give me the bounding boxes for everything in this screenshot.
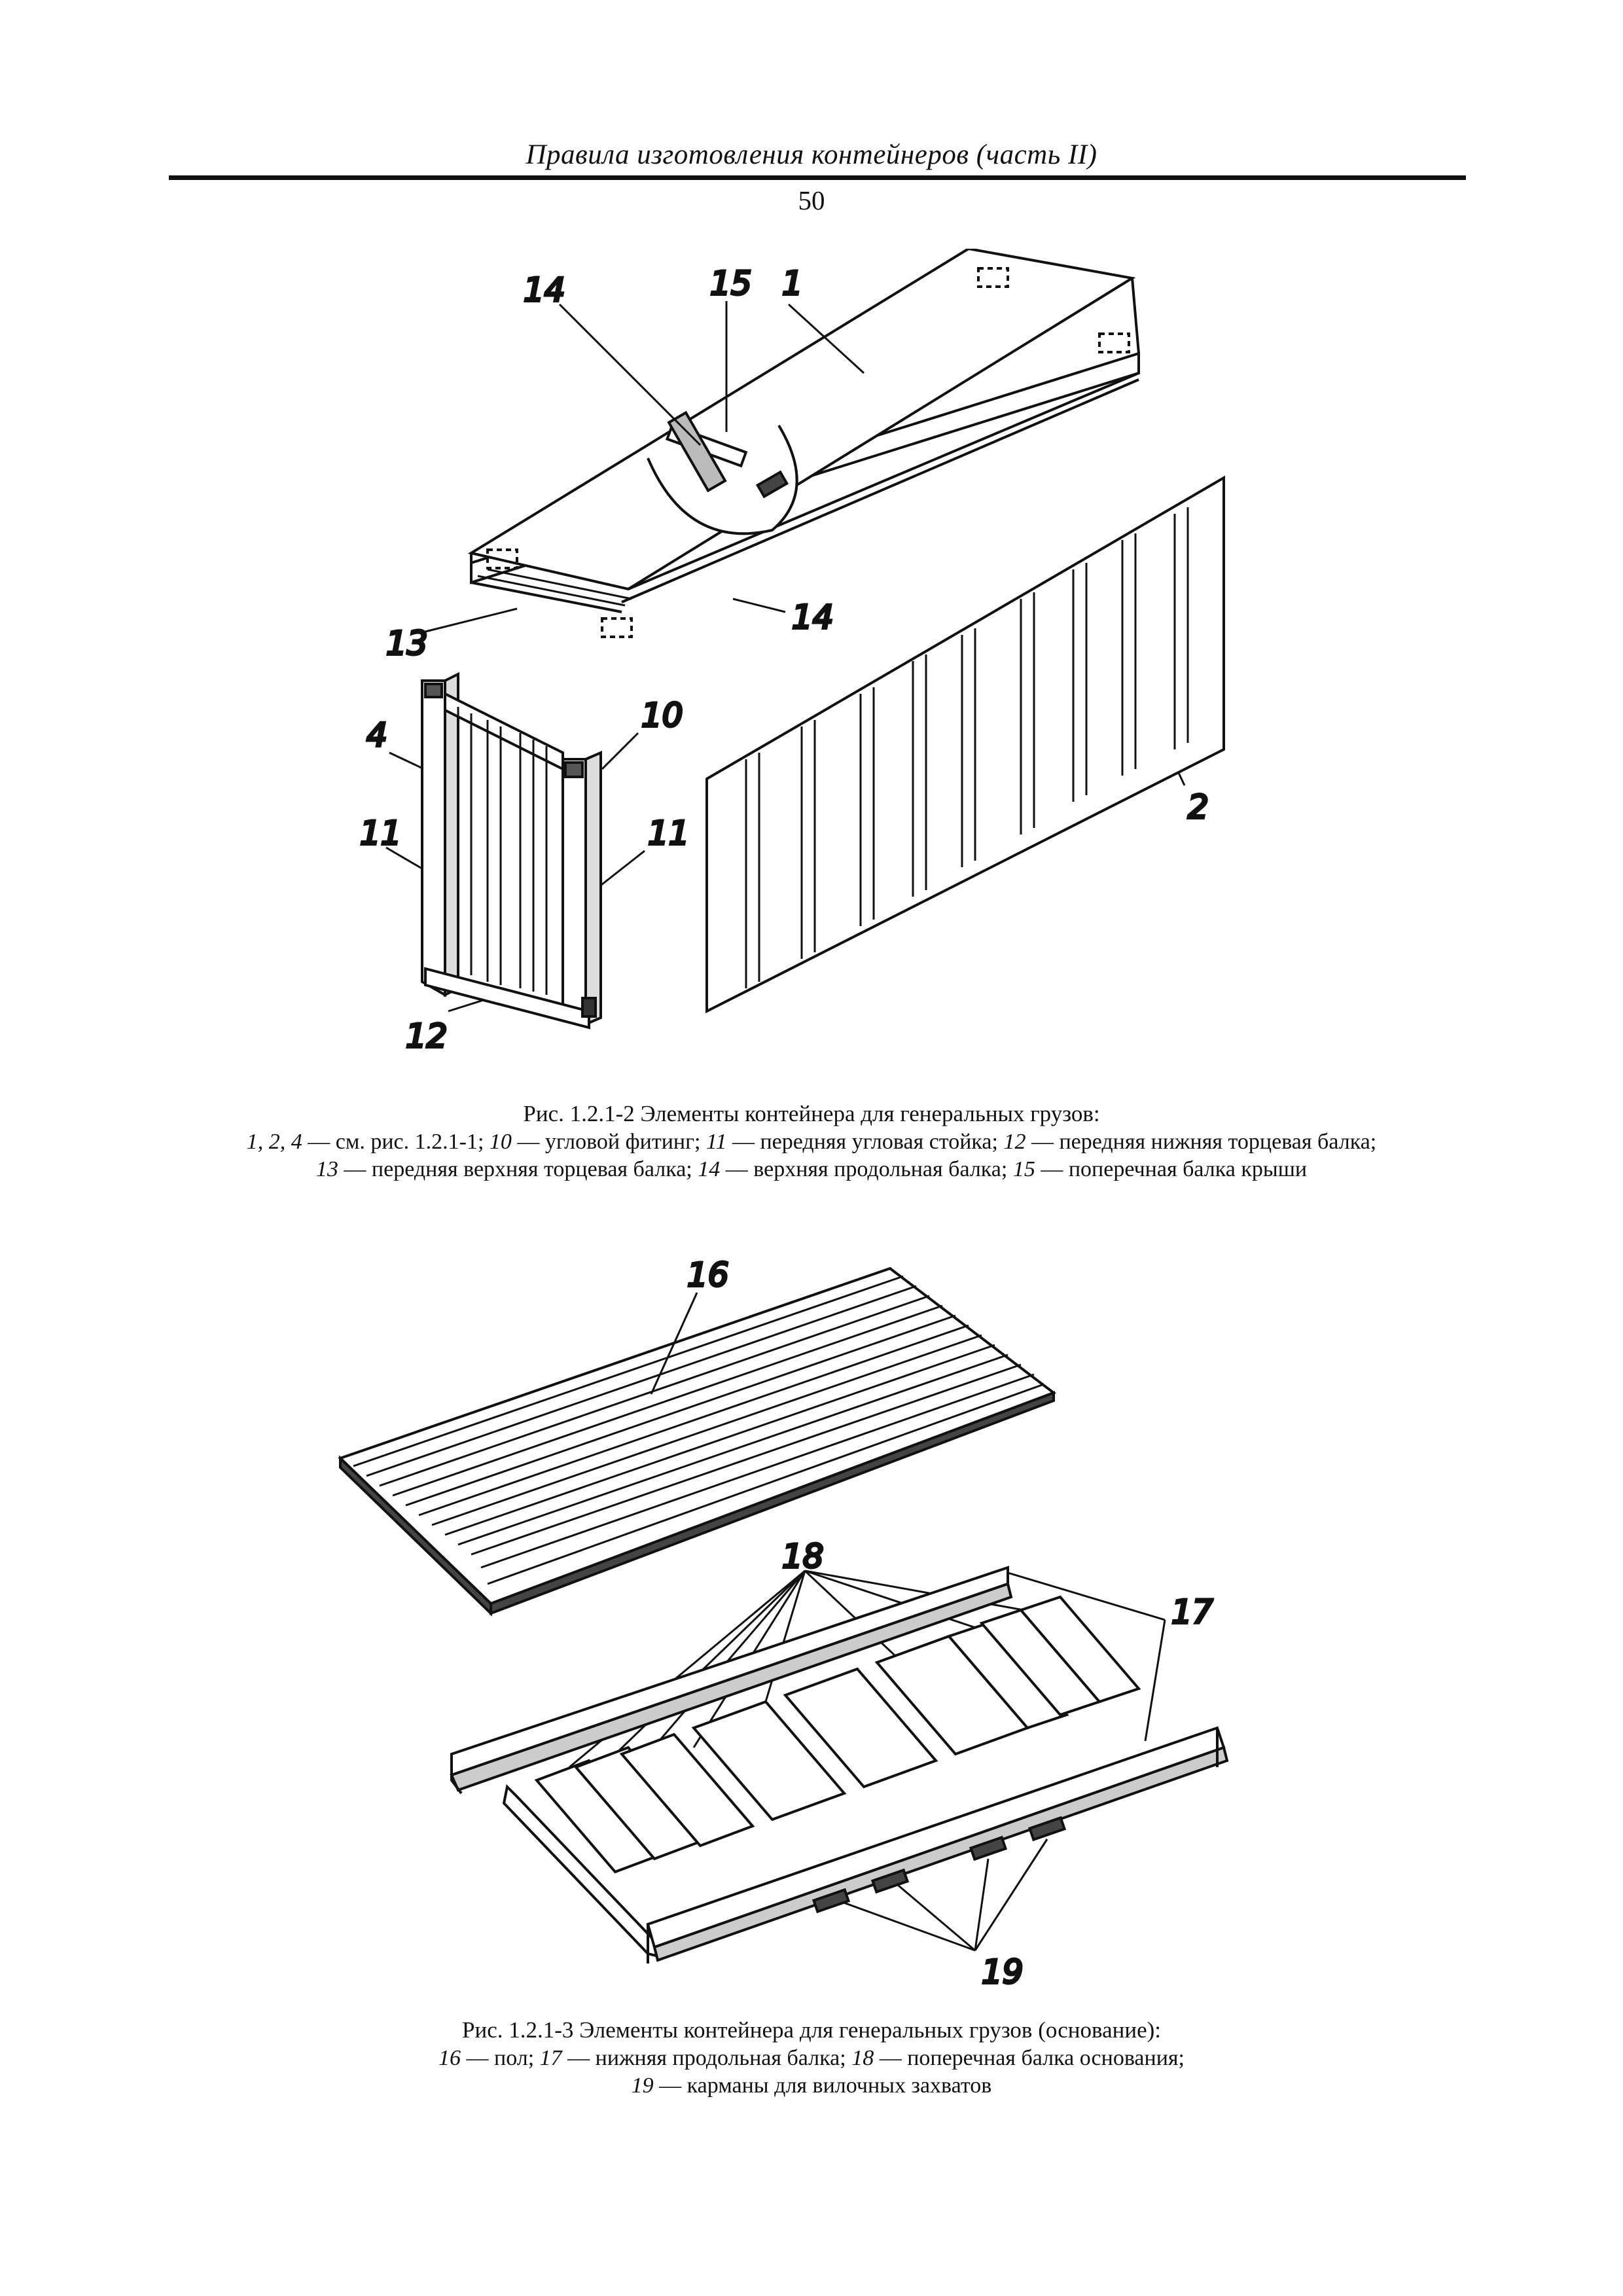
figure2-caption: Рис. 1.2.1-3 Элементы контейнера для ген… — [0, 2016, 1623, 2100]
label-14-top: 14 — [524, 271, 565, 309]
label-10: 10 — [641, 696, 683, 734]
label-4: 4 — [366, 716, 387, 754]
running-header-title: Правила изготовления контейнеров (часть … — [526, 139, 1097, 170]
caption-text: — поперечная балка крыши — [1035, 1157, 1308, 1182]
label-12: 12 — [406, 1017, 448, 1055]
label-19: 19 — [982, 1953, 1024, 1991]
figure1-caption-title: Рис. 1.2.1-2 Элементы контейнера для ген… — [523, 1101, 1100, 1126]
caption-text: — передняя угловая стойка; — [726, 1129, 1004, 1154]
figure1-caption: Рис. 1.2.1-2 Элементы контейнера для ген… — [0, 1100, 1623, 1184]
caption-text: — передняя нижняя торцевая балка; — [1026, 1129, 1377, 1154]
caption-text: — угловой фитинг; — [511, 1129, 706, 1154]
figure-container-base: 16 18 17 19 — [338, 1255, 1229, 1992]
roof-panel — [467, 249, 1140, 638]
label-13: 13 — [386, 624, 428, 662]
caption-ref: 13 — [315, 1157, 338, 1182]
label-11-left: 11 — [360, 814, 402, 852]
figure-container-elements: 14 15 1 13 14 10 4 11 11 12 2 — [359, 249, 1225, 1056]
caption-ref: 19 — [631, 2073, 654, 2098]
rear-longitudinal-beam — [450, 1566, 1013, 1795]
front-longitudinal-beam — [502, 1726, 1229, 1964]
caption-text: — передняя верхняя торцевая балка; — [338, 1157, 698, 1182]
floor-panel — [338, 1266, 1057, 1617]
forklift-pocket — [1027, 1816, 1067, 1842]
caption-ref: 11 — [706, 1129, 727, 1154]
caption-ref: 14 — [698, 1157, 721, 1182]
label-11-right: 11 — [648, 814, 690, 852]
forklift-pocket — [812, 1888, 851, 1914]
cross-members — [534, 1595, 1141, 1874]
label-15: 15 — [710, 264, 752, 302]
figure2-caption-title: Рис. 1.2.1-3 Элементы контейнера для ген… — [462, 2017, 1161, 2043]
forklift-pocket — [870, 1868, 910, 1894]
label-14-side: 14 — [792, 598, 834, 636]
figure1-caption-line2: 13 — передняя верхняя торцевая балка; 14… — [0, 1156, 1623, 1184]
caption-text: — поперечная балка основания; — [874, 2045, 1185, 2070]
caption-text: — см. рис. 1.2.1-1; — [302, 1129, 490, 1154]
caption-text: — карманы для вилочных захватов — [653, 2073, 992, 2098]
caption-text: — нижняя продольная балка; — [562, 2045, 852, 2070]
figure2-caption-line1: 16 — пол; 17 — нижняя продольная балка; … — [0, 2045, 1623, 2073]
header-rule — [169, 175, 1466, 180]
caption-ref: 10 — [489, 1129, 512, 1154]
figure2-caption-line2: 19 — карманы для вилочных захватов — [0, 2072, 1623, 2100]
label-1: 1 — [782, 264, 803, 302]
forklift-pocket — [969, 1835, 1008, 1861]
caption-ref: 16 — [438, 2045, 461, 2070]
label-18: 18 — [782, 1537, 824, 1575]
caption-ref: 12 — [1003, 1129, 1026, 1154]
end-frame — [421, 672, 602, 1030]
caption-text: — верхняя продольная балка; — [720, 1157, 1013, 1182]
caption-ref: 18 — [851, 2045, 874, 2070]
side-wall — [705, 475, 1225, 1014]
label-2: 2 — [1188, 788, 1209, 826]
label-17: 17 — [1171, 1593, 1213, 1631]
page-number: 50 — [798, 185, 825, 215]
figure1-caption-line1: 1, 2, 4 — см. рис. 1.2.1-1; 10 — угловой… — [0, 1128, 1623, 1157]
caption-ref: 1, 2, 4 — [246, 1129, 302, 1154]
caption-text: — пол; — [461, 2045, 540, 2070]
caption-ref: 15 — [1012, 1157, 1035, 1182]
label-16: 16 — [687, 1256, 729, 1294]
caption-ref: 17 — [539, 2045, 562, 2070]
